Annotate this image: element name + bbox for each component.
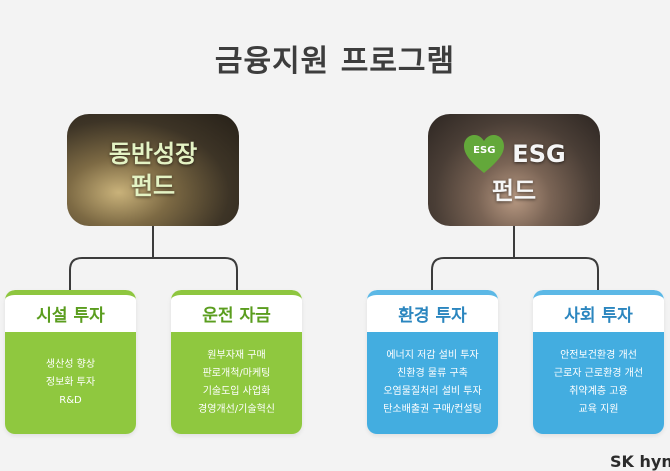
card-item: 원부자재 구매 xyxy=(207,350,266,361)
shared-growth-fund-box: 동반성장 펀드 xyxy=(67,114,239,226)
esg-fund-box: ESG ESG 펀드 xyxy=(428,114,600,226)
card-item: 근로자 근로환경 개선 xyxy=(553,368,644,379)
card-title: 환경 투자 xyxy=(367,290,498,332)
operating-funds-card: 운전 자금 원부자재 구매 판로개척/마케팅 기술도입 사업화 경영개선/기술혁… xyxy=(171,290,302,434)
left-connector xyxy=(69,226,238,290)
brand-logo: SK hynix xyxy=(610,452,670,471)
card-item: 탄소배출권 구매/컨설팅 xyxy=(383,404,482,415)
card-item: 정보화 투자 xyxy=(45,377,96,388)
fund-name-line2: 펀드 xyxy=(130,172,176,200)
card-item: 안전보건환경 개선 xyxy=(560,350,637,361)
environment-investment-card: 환경 투자 에너지 저감 설비 투자 친환경 물류 구축 오염물질처리 설비 투… xyxy=(367,290,498,434)
card-item: 경영개선/기술혁신 xyxy=(198,404,275,415)
card-item: 기술도입 사업화 xyxy=(202,386,271,397)
card-item: 오염물질처리 설비 투자 xyxy=(383,386,482,397)
social-investment-card: 사회 투자 안전보건환경 개선 근로자 근로환경 개선 취약계층 고용 교육 지… xyxy=(533,290,664,434)
fund-name-line2: 펀드 xyxy=(491,177,537,205)
card-item: 취약계층 고용 xyxy=(569,386,628,397)
esg-badge: ESG xyxy=(473,145,496,156)
fund-name-line1: 동반성장 xyxy=(108,140,198,168)
card-item: 교육 지원 xyxy=(578,404,619,415)
card-title: 시설 투자 xyxy=(5,290,136,332)
card-title: 운전 자금 xyxy=(171,290,302,332)
card-title: 사회 투자 xyxy=(533,290,664,332)
fund-name-line1: ESG xyxy=(512,140,566,168)
heart-icon: ESG xyxy=(462,133,506,175)
card-item: 판로개척/마케팅 xyxy=(202,368,271,379)
page-title: 금융지원 프로그램 xyxy=(214,44,456,79)
right-connector xyxy=(431,226,599,290)
card-item: 생산성 향상 xyxy=(45,359,96,370)
facility-investment-card: 시설 투자 생산성 향상 정보화 투자 R&D xyxy=(5,290,136,434)
card-item: R&D xyxy=(59,395,82,406)
card-item: 친환경 물류 구축 xyxy=(397,368,468,379)
card-item: 에너지 저감 설비 투자 xyxy=(386,350,479,361)
